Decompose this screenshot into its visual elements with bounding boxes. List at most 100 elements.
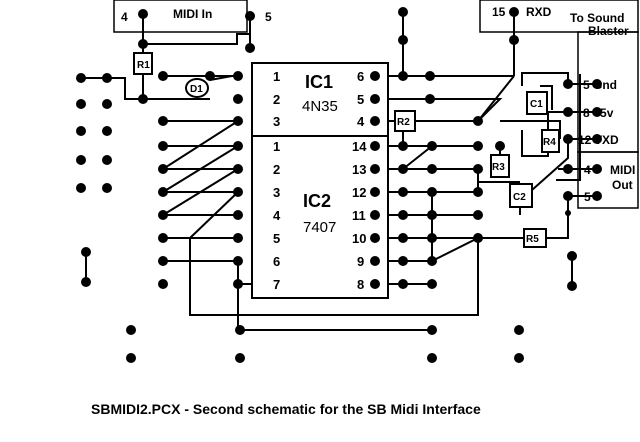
ic2-pin-6: 6 xyxy=(273,254,280,269)
sound-blaster-line2: Blaster xyxy=(588,24,629,38)
connection-dot xyxy=(158,71,168,81)
connection-dot xyxy=(398,35,408,45)
ic2-pin-13: 13 xyxy=(352,162,366,177)
connection-dot xyxy=(76,155,86,165)
d1-diode xyxy=(185,78,209,98)
connection-dot xyxy=(473,210,483,220)
connection-dot xyxy=(427,141,437,151)
connection-dot xyxy=(398,256,408,266)
label-boxes xyxy=(113,0,639,209)
ic1-body xyxy=(251,62,389,137)
connection-dot xyxy=(102,99,112,109)
connection-dot xyxy=(425,94,435,104)
c2-capacitor xyxy=(509,183,533,208)
connection-dot xyxy=(235,353,245,363)
connection-dot xyxy=(563,134,573,144)
connection-dot xyxy=(427,256,437,266)
connection-dot xyxy=(398,7,408,17)
sb-pin-5v: 8 +5v xyxy=(583,106,614,120)
r2-label: R2 xyxy=(397,117,410,128)
connection-dot xyxy=(473,187,483,197)
ic2-pin-8: 8 xyxy=(357,277,364,292)
connection-dot xyxy=(233,116,243,126)
connection-dot xyxy=(245,11,255,21)
connection-dot xyxy=(370,233,380,243)
midi-in-pin-left: 4 xyxy=(121,10,128,24)
connection-dot xyxy=(398,141,408,151)
midi-out-line2: Out xyxy=(612,178,633,192)
connection-dot xyxy=(509,35,519,45)
connection-dot xyxy=(370,256,380,266)
r5-resistor xyxy=(523,228,547,248)
connection-dot xyxy=(398,187,408,197)
r3-label: R3 xyxy=(492,162,505,173)
rxd-box xyxy=(479,0,639,33)
ic2-pin-7: 7 xyxy=(273,277,280,292)
ic2-pin-2: 2 xyxy=(273,162,280,177)
midi-in-title: MIDI In xyxy=(173,7,212,21)
connection-dot xyxy=(398,71,408,81)
midi-out-line1: MIDI xyxy=(610,163,635,177)
sb-pin-gnd: 5 Gnd xyxy=(583,78,617,92)
r1-resistor xyxy=(133,52,153,75)
connection-dot xyxy=(233,141,243,151)
connection-dot xyxy=(138,94,148,104)
ic2-pin-12: 12 xyxy=(352,185,366,200)
r4-resistor xyxy=(541,129,560,153)
connection-dot xyxy=(233,71,243,81)
rxd-pin: 15 xyxy=(492,5,506,19)
c1-capacitor xyxy=(526,91,548,115)
connection-dot xyxy=(76,126,86,136)
connection-dot xyxy=(158,164,168,174)
connection-dot xyxy=(398,210,408,220)
connection-dot xyxy=(427,279,437,289)
connection-dot xyxy=(370,94,380,104)
connection-dot xyxy=(567,251,577,261)
connection-dot xyxy=(158,187,168,197)
connection-dot xyxy=(138,39,148,49)
connection-dot xyxy=(233,233,243,243)
connection-dot xyxy=(102,155,112,165)
ic2-pin-10: 10 xyxy=(352,231,366,246)
connection-dot xyxy=(473,233,483,243)
connection-dot xyxy=(592,134,602,144)
connection-dot xyxy=(158,116,168,126)
rxd-label: RXD xyxy=(526,5,552,19)
r4-label: R4 xyxy=(543,137,556,148)
midi-out-box xyxy=(577,151,639,209)
connection-dot xyxy=(245,43,255,53)
connection-dot xyxy=(370,71,380,81)
midi-out-pin-5: 5 xyxy=(584,190,591,204)
connection-dot xyxy=(398,164,408,174)
connection-dot xyxy=(427,210,437,220)
ic2-body xyxy=(251,135,389,299)
ic1-name: IC1 xyxy=(305,72,333,92)
connection-dot xyxy=(514,353,524,363)
ic2-name: IC2 xyxy=(303,191,331,211)
connection-dot xyxy=(235,325,245,335)
midi-out-pin-4: 4 xyxy=(584,163,591,177)
connection-dot xyxy=(158,210,168,220)
connection-dot xyxy=(76,73,86,83)
connection-dot xyxy=(473,164,483,174)
connection-dot xyxy=(425,71,435,81)
connection-dot xyxy=(233,164,243,174)
ic2-pin-1: 1 xyxy=(273,139,280,154)
c1-label: C1 xyxy=(530,99,543,110)
connection-dot xyxy=(592,191,602,201)
midi-in-pin-right: 5 xyxy=(265,10,272,24)
connection-dot xyxy=(158,141,168,151)
connection-dot xyxy=(473,141,483,151)
connection-dot xyxy=(473,116,483,126)
connection-dot xyxy=(233,187,243,197)
connection-dot xyxy=(563,107,573,117)
sb-pin-txd: 12 TXD xyxy=(578,133,619,147)
connection-dot xyxy=(427,233,437,243)
connection-dot xyxy=(567,281,577,291)
sound-blaster-line1: To Sound xyxy=(570,11,624,25)
components xyxy=(133,52,560,248)
connection-dot xyxy=(592,79,602,89)
connection-dot xyxy=(76,99,86,109)
r5-label: R5 xyxy=(526,234,539,245)
